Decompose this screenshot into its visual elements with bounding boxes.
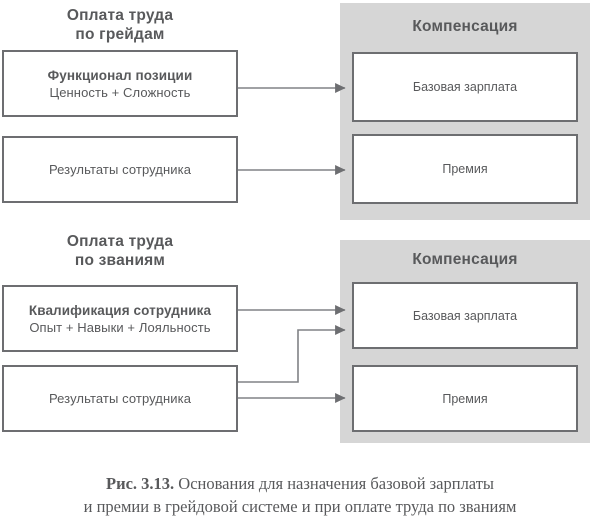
caption-line-1: Рис. 3.13. Основания для назначения базо… <box>0 472 600 495</box>
compensation-panel-title-ranks: Компенсация <box>412 251 518 268</box>
source-box-title: Функционал позиции <box>47 67 193 83</box>
source-box-title: Результаты сотрудника <box>48 391 192 406</box>
source-box-employee-results-grades[interactable]: Результаты сотрудника <box>2 136 238 203</box>
caption-text-line-1: Основания для назначения базовой зарплат… <box>174 474 494 493</box>
source-box-employee-qualification[interactable]: Квалификация сотрудника Опыт + Навыки + … <box>2 285 238 352</box>
compensation-box-label: Базовая зарплата <box>412 308 518 323</box>
source-box-employee-results-ranks[interactable]: Результаты сотрудника <box>2 365 238 432</box>
source-box-subtitle: Опыт + Навыки + Лояльность <box>29 319 211 335</box>
caption-line-2: и премии в грейдовой системе и при оплат… <box>83 497 517 516</box>
compensation-box-label: Премия <box>442 162 488 176</box>
compensation-box-label: Премия <box>442 391 488 406</box>
source-box-title: Результаты сотрудника <box>48 162 192 177</box>
source-box-position-function[interactable]: Функционал позиции Ценность + Сложность <box>2 50 238 117</box>
compensation-panel-title-grades: Компенсация <box>412 18 518 35</box>
figure-caption: Рис. 3.13. Основания для назначения базо… <box>0 472 600 518</box>
source-box-subtitle: Ценность + Сложность <box>49 84 191 100</box>
source-box-title: Квалификация сотрудника <box>28 302 212 318</box>
section-heading-ranks: Оплата труда по званиям <box>66 233 174 269</box>
compensation-box-base-salary-ranks[interactable]: Базовая зарплата <box>352 282 578 349</box>
compensation-box-label: Базовая зарплата <box>412 80 518 94</box>
connector-results-to-base-salary-ranks <box>238 325 346 383</box>
compensation-box-bonus-grades[interactable]: Премия <box>352 134 578 204</box>
compensation-box-bonus-ranks[interactable]: Премия <box>352 365 578 432</box>
section-heading-grades: Оплата труда по грейдам <box>66 7 174 43</box>
compensation-box-base-salary-grades[interactable]: Базовая зарплата <box>352 52 578 122</box>
caption-number: Рис. 3.13. <box>105 474 175 493</box>
